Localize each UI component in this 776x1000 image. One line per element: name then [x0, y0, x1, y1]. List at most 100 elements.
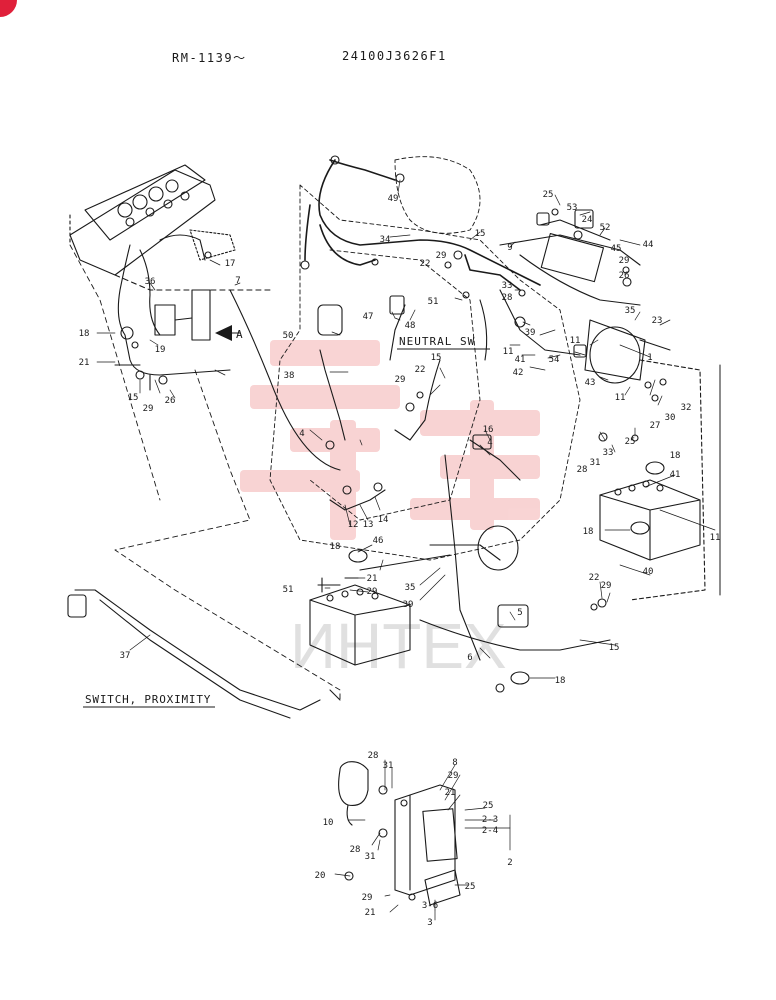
callout-label-29: 29: [601, 581, 612, 591]
main-harness: [304, 159, 541, 291]
callout-label-32: 32: [681, 403, 692, 413]
callout-label-29: 29: [436, 251, 447, 261]
callout-label-26: 26: [619, 271, 630, 281]
callout-label-12: 12: [348, 520, 359, 530]
callout-label-20: 20: [315, 871, 326, 881]
callout-label-18: 18: [670, 451, 681, 461]
callout-label-15: 15: [431, 353, 442, 363]
callout-label-1: 1: [647, 353, 652, 363]
part-number: 24100J3626F1: [342, 49, 447, 63]
callout-label-41: 41: [670, 470, 681, 480]
callout-label-2: 2: [507, 858, 512, 868]
callout-label-28: 28: [350, 845, 361, 855]
callout-label-36: 36: [145, 277, 156, 287]
neutral-sw-label: NEUTRAL SW: [399, 335, 475, 348]
callout-label-16: 16: [483, 425, 494, 435]
callout-label-49: 49: [388, 194, 399, 204]
callout-label-50: 50: [283, 331, 294, 341]
callout-label-33: 33: [502, 281, 513, 291]
callout-label-40: 40: [643, 567, 654, 577]
callout-label-29: 29: [448, 771, 459, 781]
watermark-text: ИНТЕХ: [290, 610, 507, 682]
callout-label-2-3: 2-3: [482, 815, 498, 825]
callout-label-54: 54: [549, 355, 560, 365]
starter-motor: [584, 319, 671, 384]
callout-label-29: 29: [143, 404, 154, 414]
callout-label-37: 37: [120, 651, 131, 661]
callout-label-22: 22: [415, 365, 426, 375]
callout-label-45: 45: [611, 244, 622, 254]
callout-label-13: 13: [363, 520, 374, 530]
callout-label-33: 33: [603, 448, 614, 458]
callout-label-53: 53: [567, 203, 578, 213]
callout-label-21: 21: [79, 358, 90, 368]
callout-label-23: 23: [652, 316, 663, 326]
callout-label-21: 21: [365, 908, 376, 918]
callout-label-41: 41: [515, 355, 526, 365]
leader-lines: [96, 179, 716, 921]
callout-label-21: 21: [445, 788, 456, 798]
callout-label-18: 18: [555, 676, 566, 686]
callout-label-22: 22: [420, 259, 431, 269]
callout-label-47: 47: [363, 312, 374, 322]
callout-label-43: 43: [585, 378, 596, 388]
relay-bracket-assembly: [338, 761, 461, 906]
callout-label-30: 30: [665, 413, 676, 423]
callout-label-38: 38: [284, 371, 295, 381]
callout-label-51: 51: [283, 585, 294, 595]
view-a-label: A: [236, 328, 243, 341]
callout-label-7: 7: [235, 276, 240, 286]
callout-label-35: 35: [625, 306, 636, 316]
callout-label-11: 11: [570, 336, 581, 346]
callout-label-28: 28: [502, 293, 513, 303]
watermark-logo: [240, 340, 540, 540]
callout-label-3-6: 3-6: [422, 901, 438, 911]
callout-label-22: 22: [589, 573, 600, 583]
callout-label-52: 52: [600, 223, 611, 233]
callout-label-46: 46: [373, 536, 384, 546]
callout-label-44: 44: [643, 240, 654, 250]
wire-7: [229, 289, 341, 471]
corner-badge: [0, 0, 17, 17]
callout-label-27: 27: [650, 421, 661, 431]
callout-label-14: 14: [378, 515, 389, 525]
callout-label-31: 31: [365, 852, 376, 862]
callout-label-15: 15: [609, 643, 620, 653]
callout-label-6: 6: [467, 653, 472, 663]
callout-label-25: 25: [465, 882, 476, 892]
callout-label-18: 18: [79, 329, 90, 339]
callout-label-18: 18: [583, 527, 594, 537]
battery-right: [599, 479, 701, 561]
neutral-sw-harness: [319, 304, 441, 441]
callout-label-34: 34: [380, 235, 391, 245]
lower-harness: [329, 439, 611, 661]
callout-label-11: 11: [503, 347, 514, 357]
callout-label-42: 42: [513, 368, 524, 378]
callout-label-28: 28: [368, 751, 379, 761]
callout-label-10: 10: [323, 818, 334, 828]
serial-range: RM-1139〜: [172, 51, 247, 65]
callout-label-29: 29: [362, 893, 373, 903]
right-harness: [479, 219, 641, 361]
callout-label-25: 25: [543, 190, 554, 200]
switch-proximity-label: SWITCH, PROXIMITY: [85, 693, 211, 706]
frame-outline: [114, 369, 341, 701]
callout-label-2-4: 2-4: [482, 826, 498, 836]
callout-label-39: 39: [525, 328, 536, 338]
callout-label-29: 29: [395, 375, 406, 385]
callout-label-51: 51: [428, 297, 439, 307]
callout-label-25: 25: [625, 437, 636, 447]
callout-label-24: 24: [582, 215, 593, 225]
engine-block-outline: [269, 156, 581, 561]
callout-label-25: 25: [483, 801, 494, 811]
callout-label-28: 28: [577, 465, 588, 475]
callout-label-35: 35: [405, 583, 416, 593]
callout-label-21: 21: [367, 574, 378, 584]
callout-label-18: 18: [330, 542, 341, 552]
callout-label-31: 31: [383, 761, 394, 771]
terminals-and-bolts: [131, 155, 667, 693]
callout-label-3: 3: [427, 918, 432, 928]
